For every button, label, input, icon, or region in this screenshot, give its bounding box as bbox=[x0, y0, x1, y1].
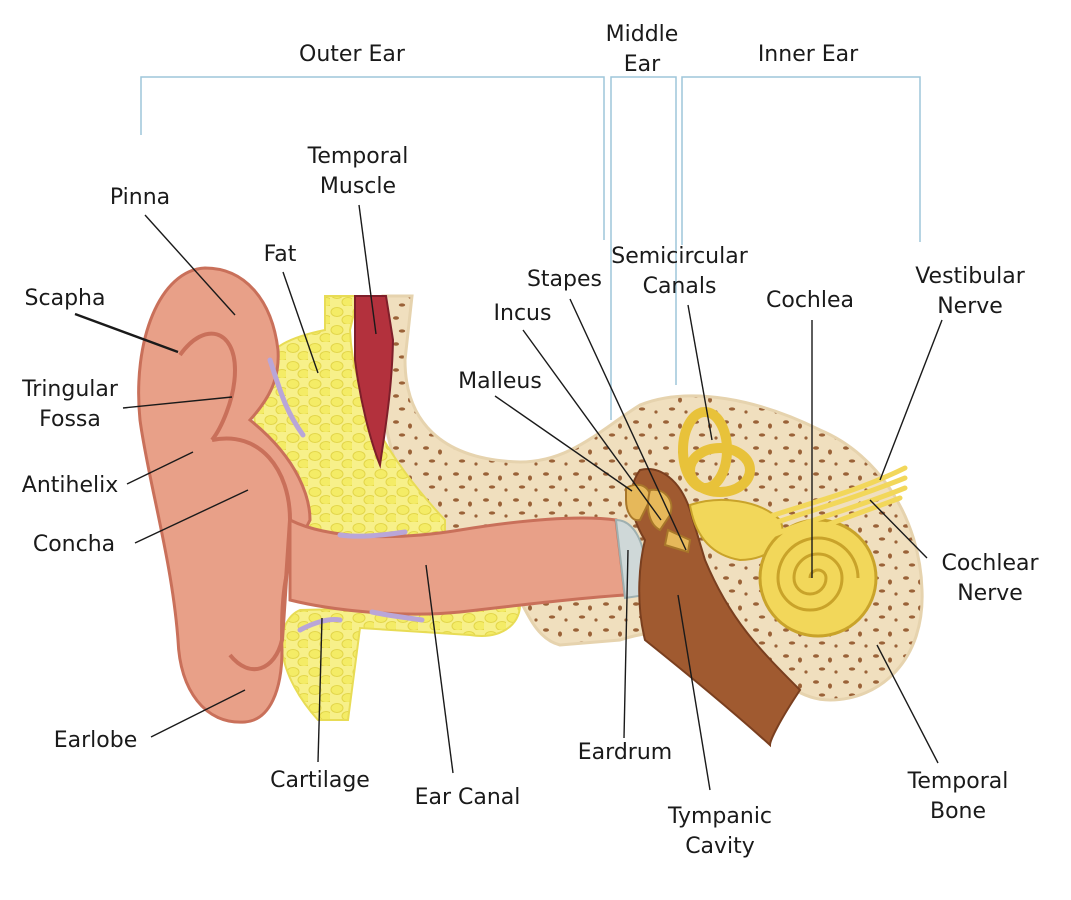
antihelix-fold bbox=[178, 331, 238, 442]
leader-tringular-fossa bbox=[122, 396, 233, 409]
outer-ear-bracket bbox=[140, 76, 605, 240]
leader-malleus bbox=[494, 395, 633, 492]
label-concha: Concha bbox=[32, 532, 116, 557]
label-tringular-fossa-line2: Fossa bbox=[39, 407, 101, 432]
middle-ear-bracket bbox=[610, 76, 677, 420]
section-middle-ear-line2: Ear bbox=[623, 52, 661, 77]
label-tympanic-cavity: Tympanic Cavity bbox=[650, 802, 790, 862]
nerve-bundle bbox=[757, 465, 908, 548]
leader-concha bbox=[134, 489, 249, 544]
leader-earlobe bbox=[150, 689, 246, 738]
label-semicircular-canals: Semicircular Canals bbox=[592, 242, 767, 302]
leader-pinna bbox=[144, 214, 236, 316]
label-tympanic-cavity-line1: Tympanic bbox=[667, 804, 773, 829]
label-earlobe: Earlobe bbox=[53, 728, 138, 753]
section-brackets bbox=[140, 76, 921, 420]
label-tympanic-cavity-line2: Cavity bbox=[685, 834, 755, 859]
inner-ear-bracket bbox=[681, 76, 921, 245]
label-temporal-muscle: Temporal Muscle bbox=[288, 142, 428, 202]
label-ear-canal: Ear Canal bbox=[414, 785, 521, 810]
leader-fat bbox=[282, 271, 319, 374]
label-vestibular-nerve: Vestibular Nerve bbox=[895, 262, 1045, 322]
leader-tympanic-cavity bbox=[677, 594, 711, 791]
label-vestibular-nerve-line1: Vestibular bbox=[915, 264, 1025, 289]
label-incus: Incus bbox=[493, 301, 552, 326]
label-stapes: Stapes bbox=[526, 267, 603, 292]
temporal-muscle-shape bbox=[354, 295, 395, 469]
label-fat: Fat bbox=[263, 242, 297, 267]
label-antihelix: Antihelix bbox=[21, 473, 119, 498]
label-eardrum: Eardrum bbox=[577, 740, 673, 765]
cochlea-shape bbox=[758, 518, 878, 638]
label-cartilage: Cartilage bbox=[270, 768, 370, 793]
pinna-shape bbox=[137, 266, 312, 724]
label-cochlear-nerve-line2: Nerve bbox=[957, 581, 1023, 606]
leader-scapha bbox=[74, 312, 179, 354]
label-cochlea: Cochlea bbox=[766, 288, 854, 313]
leader-cochlear-nerve bbox=[869, 499, 928, 559]
label-tringular-fossa: Tringular Fossa bbox=[10, 375, 130, 435]
label-temporal-bone-line1: Temporal bbox=[907, 769, 1009, 794]
leader-semicircular-canals bbox=[687, 304, 713, 441]
label-malleus: Malleus bbox=[458, 369, 542, 394]
leader-cartilage bbox=[317, 617, 323, 763]
label-temporal-muscle-line1: Temporal bbox=[307, 144, 409, 169]
label-semicircular-canals-line2: Canals bbox=[642, 274, 717, 299]
leader-stapes bbox=[569, 298, 687, 551]
leader-temporal-bone bbox=[876, 644, 939, 764]
leader-temporal-muscle bbox=[358, 204, 377, 335]
label-temporal-bone-line2: Bone bbox=[929, 799, 987, 824]
section-outer-ear: Outer Ear bbox=[299, 42, 405, 67]
section-inner-ear: Inner Ear bbox=[757, 42, 859, 67]
label-pinna: Pinna bbox=[109, 185, 171, 210]
semicircular-canals-shape bbox=[678, 407, 755, 497]
leader-antihelix bbox=[126, 451, 194, 485]
label-semicircular-canals-line1: Semicircular bbox=[611, 244, 748, 269]
leader-lines bbox=[74, 204, 943, 791]
label-cochlear-nerve-line1: Cochlear bbox=[941, 551, 1039, 576]
label-cochlear-nerve: Cochlear Nerve bbox=[920, 549, 1060, 609]
label-scapha: Scapha bbox=[24, 286, 106, 311]
section-middle-ear: Middle Ear bbox=[592, 20, 692, 80]
leader-incus bbox=[522, 329, 662, 521]
label-tringular-fossa-line1: Tringular bbox=[22, 377, 118, 402]
section-middle-ear-line1: Middle bbox=[605, 22, 679, 47]
malleus-shape bbox=[625, 483, 652, 522]
label-temporal-bone: Temporal Bone bbox=[888, 767, 1028, 827]
leader-ear-canal bbox=[425, 564, 454, 774]
leader-eardrum bbox=[623, 549, 629, 739]
label-vestibular-nerve-line2: Nerve bbox=[937, 294, 1003, 319]
leader-vestibular-nerve bbox=[879, 319, 943, 481]
label-temporal-muscle-line2: Muscle bbox=[319, 174, 397, 199]
incus-shape bbox=[647, 488, 673, 532]
